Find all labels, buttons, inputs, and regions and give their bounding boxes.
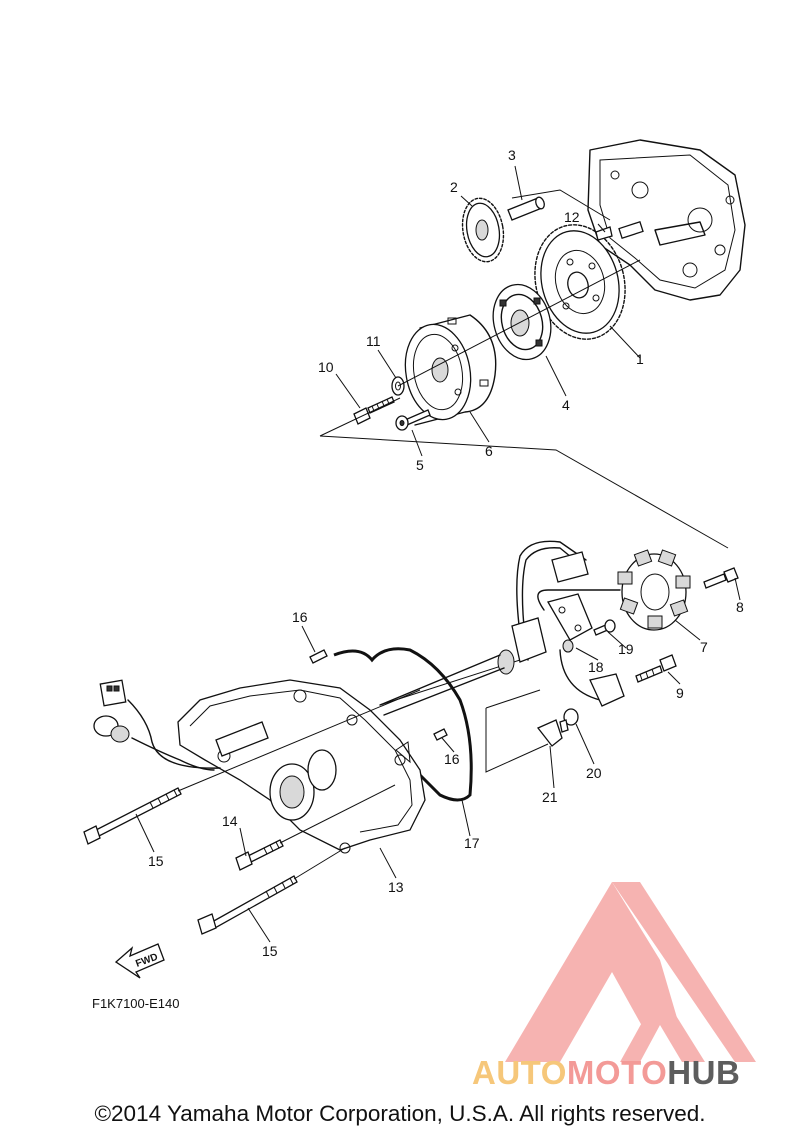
watermark-logo xyxy=(505,882,756,1062)
screw-19 xyxy=(593,619,616,636)
callout-11: 11 xyxy=(366,333,381,349)
callout-10: 10 xyxy=(318,359,334,375)
callout-8: 8 xyxy=(736,599,744,615)
long-bolt-upper xyxy=(83,787,182,845)
copyright-notice: ©2014 Yamaha Motor Corporation, U.S.A. A… xyxy=(94,1101,706,1126)
callout-4: 4 xyxy=(562,397,570,413)
watermark-moto: MOTO xyxy=(566,1054,668,1091)
diagram-code: F1K7100-E140 xyxy=(92,996,179,1011)
callout-leaders xyxy=(135,165,741,943)
woodruff-key xyxy=(595,226,613,241)
screw-20 xyxy=(559,708,579,733)
clamp-21 xyxy=(536,719,563,747)
callout-18: 18 xyxy=(588,659,604,675)
callout-6: 6 xyxy=(485,443,493,459)
callout-14: 14 xyxy=(222,813,238,829)
bolt-8 xyxy=(703,567,739,589)
wire-connectors xyxy=(93,679,221,771)
callout-13: 13 xyxy=(388,879,404,895)
bolt-assembly-lines xyxy=(177,689,421,880)
callout-17: 17 xyxy=(464,835,480,851)
callout-16-lower: 16 xyxy=(444,751,460,767)
callout-15-lower: 15 xyxy=(262,943,278,959)
callout-20: 20 xyxy=(586,765,602,781)
callout-15-upper: 15 xyxy=(148,853,164,869)
callout-1: 1 xyxy=(636,351,644,367)
watermark-wordmark: AUTOMOTOHUB xyxy=(472,1054,792,1092)
idler-gear xyxy=(461,197,505,263)
callout-3: 3 xyxy=(508,147,516,163)
gasket xyxy=(333,647,473,802)
bolt-9 xyxy=(635,654,677,683)
pickup-coil xyxy=(547,593,593,653)
callout-16-upper: 16 xyxy=(292,609,308,625)
watermark-hub: HUB xyxy=(667,1054,741,1091)
watermark-auto: AUTO xyxy=(472,1054,567,1091)
crankcase xyxy=(587,139,746,301)
callout-5: 5 xyxy=(416,457,424,473)
rotor-flywheel xyxy=(404,314,497,426)
callout-9: 9 xyxy=(676,685,684,701)
callout-19: 19 xyxy=(618,641,634,657)
grommet xyxy=(379,617,547,716)
callout-21: 21 xyxy=(542,789,558,805)
callout-7: 7 xyxy=(700,639,708,655)
dowel-pin-lower xyxy=(433,728,448,741)
stator-coil xyxy=(617,549,691,631)
bolt-14 xyxy=(235,839,284,871)
callout-2: 2 xyxy=(450,179,458,195)
callout-12: 12 xyxy=(564,209,580,225)
callout-labels: 1 2 3 4 5 6 7 8 9 10 11 12 13 14 15 15 1… xyxy=(148,147,744,959)
fwd-arrow: FWD xyxy=(114,943,165,979)
bolt-5 xyxy=(395,409,431,431)
shaft xyxy=(507,196,545,221)
dowel-pin-upper xyxy=(309,649,328,664)
crankcase-cover xyxy=(177,679,426,854)
long-bolt-lower xyxy=(197,875,298,935)
assembly-lines xyxy=(319,189,729,773)
